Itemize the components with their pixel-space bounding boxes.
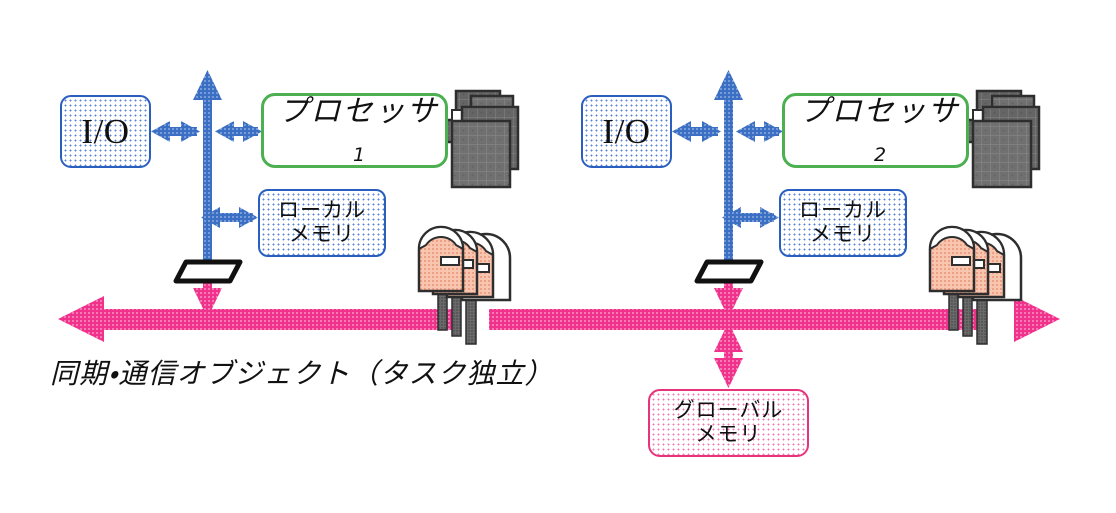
io-to-spine-arrow-1 (151, 121, 200, 142)
io-box-2[interactable]: I/O (581, 95, 672, 168)
spine-to-processor-arrow-2 (736, 121, 783, 142)
cluster-1-connectors (151, 70, 262, 318)
spine-to-processor-arrow-1 (215, 121, 262, 142)
io-box-1-label: I/O (81, 111, 130, 151)
local-memory-box-2-line1: ローカル (799, 198, 887, 223)
processor-box-1-subscript: 1 (352, 144, 366, 167)
display-stack-icon-1 (438, 89, 520, 189)
local-memory-box-2-line2: メモリ (810, 222, 876, 246)
bus-left-arrowhead (58, 296, 104, 342)
processor-box-1-label: プロセッサ1 (278, 93, 439, 167)
diagram-caption: 同期・通信オブジェクト（タスク独立） (50, 357, 554, 390)
communication-bus (58, 296, 1060, 342)
spine-vertical-2 (724, 90, 733, 273)
bus-to-global-memory-arrow (714, 322, 743, 388)
global-memory-box-line1: グローバル (673, 398, 784, 423)
spine-to-local-memory-arrow-1 (201, 207, 258, 228)
spine-up-arrowhead-1 (193, 70, 222, 100)
bus-gateway-icon-2 (694, 259, 764, 284)
global-memory-box-line2: メモリ (695, 422, 762, 446)
display-stack-icon-2 (959, 89, 1041, 189)
processor-box-2[interactable]: プロセッサ2 (782, 93, 969, 168)
bus-segment-left (100, 309, 445, 330)
io-box-2-label: I/O (602, 111, 651, 151)
spine-to-local-memory-arrow-2 (722, 207, 779, 228)
spine-up-arrowhead-2 (714, 70, 743, 100)
bus-right-arrowhead (1014, 296, 1060, 342)
processor-box-1[interactable]: プロセッサ1 (261, 93, 448, 168)
global-memory-box[interactable]: グローバル メモリ (648, 389, 809, 457)
spine-vertical-1 (203, 90, 212, 273)
bus-gateway-icon-1 (173, 259, 243, 284)
task-group-icon-2 (928, 225, 1023, 345)
local-memory-box-1-line2: メモリ (289, 222, 355, 246)
io-to-spine-arrow-2 (672, 121, 721, 142)
io-box-1[interactable]: I/O (60, 95, 151, 168)
local-memory-box-1-line1: ローカル (278, 198, 366, 223)
task-group-icon-1 (417, 225, 512, 345)
processor-box-2-label: プロセッサ2 (799, 93, 960, 167)
local-memory-box-1[interactable]: ローカル メモリ (258, 189, 386, 257)
local-memory-box-2[interactable]: ローカル メモリ (779, 189, 907, 257)
processor-box-2-subscript: 2 (873, 144, 887, 167)
cluster-2-connectors (672, 70, 783, 388)
bus-segment-middle (489, 309, 983, 330)
